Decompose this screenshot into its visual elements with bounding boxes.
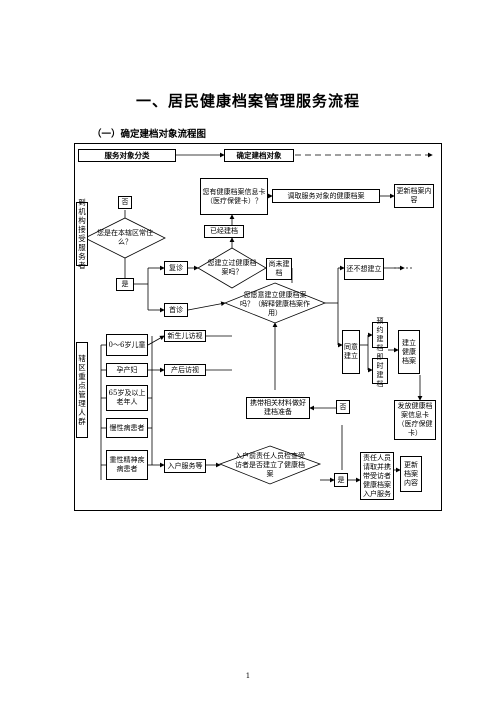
yes-label-left: 是 xyxy=(116,278,134,291)
newborn-visit: 新生儿访视 xyxy=(164,330,206,342)
willing-question: 您愿意建立健康档案吗？（解释健康档案作用） xyxy=(240,290,310,317)
no-label-mid: 否 xyxy=(336,400,350,414)
followup-visit: 复诊 xyxy=(164,261,188,275)
build-record: 建立健康档案 xyxy=(398,330,420,374)
pregnant-women: 孕产妇 xyxy=(106,363,148,377)
sidebar-bottom-group: 辖区重点管理人群 xyxy=(76,342,88,438)
mental-patients: 重性精神疾病患者 xyxy=(106,450,148,480)
bring-materials: 携带相关材料做好建档准备 xyxy=(246,397,310,419)
page-number: 1 xyxy=(245,672,251,680)
no-label-top: 否 xyxy=(118,196,132,209)
issue-card: 发放健康档案信息卡（医疗保健卡） xyxy=(394,400,436,440)
in-area-question: 您是在本辖区常住么？ xyxy=(97,229,153,246)
responsible-staff: 责任人员请取并携带受访者健康档案入户服务 xyxy=(360,452,394,500)
home-service: 入户服务等 xyxy=(164,459,206,473)
elderly-65: 65岁及以上老年人 xyxy=(106,385,148,411)
page-title: 一、居民健康档案管理服务流程 xyxy=(135,92,360,110)
flowchart-frame xyxy=(74,143,442,511)
children-0-6: 0～6岁儿童 xyxy=(106,334,148,356)
header-right: 确定建档对象 xyxy=(224,149,294,162)
section-subtitle: （一）确定建档对象流程图 xyxy=(92,129,207,140)
chronic-patients: 慢性病患者 xyxy=(106,418,148,438)
postpartum-visit: 产后访视 xyxy=(164,364,206,376)
no-want: 还不想建立 xyxy=(344,258,384,280)
update-content-bottom: 更新档案内容 xyxy=(400,456,422,492)
built-question: 您建立过健康档案吗？ xyxy=(207,259,257,276)
header-left: 服务对象分类 xyxy=(78,149,176,162)
update-record-top: 更新档案内容 xyxy=(394,184,434,208)
already-built: 已经建档 xyxy=(204,225,244,238)
not-built: 尚未建档 xyxy=(266,258,292,280)
yes-label-bottom: 是 xyxy=(334,473,348,487)
agree-build: 同意建立 xyxy=(342,330,360,374)
has-card-question: 您有健康档案信息卡（医疗保健卡）？ xyxy=(200,178,268,215)
sidebar-top-group: 到机构接受服务者 xyxy=(76,198,88,270)
first-visit: 首诊 xyxy=(164,303,188,317)
immediate-build: 即时建档 xyxy=(372,353,388,388)
retrieve-record: 调取服务对象的健康档案 xyxy=(272,189,380,203)
home-question: 入户前责任人员检查受访者是否建立了健康档案 xyxy=(235,451,305,478)
appointment-build: 预约建档 xyxy=(372,317,388,352)
